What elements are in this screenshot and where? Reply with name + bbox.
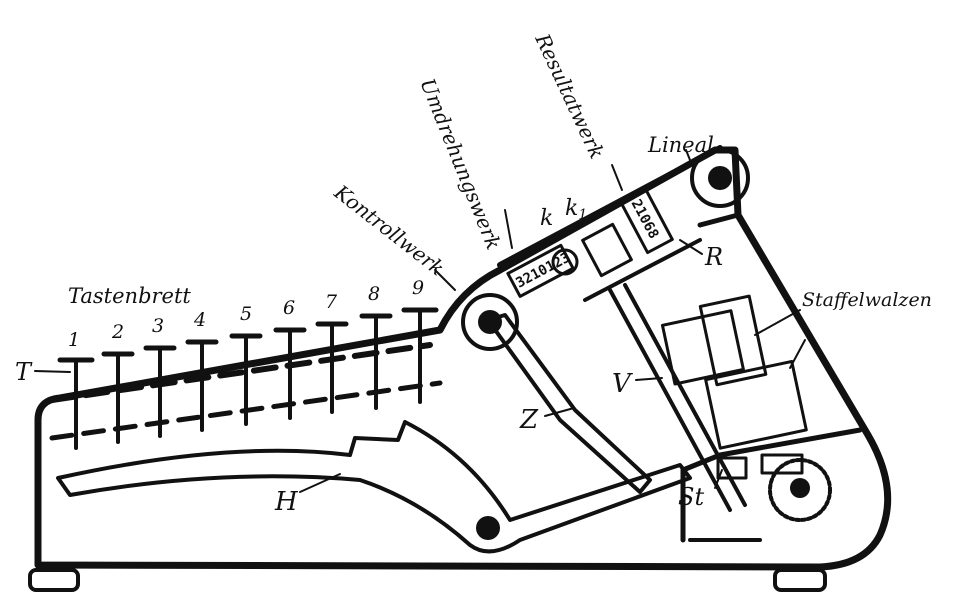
label-lineal: Lineal	[647, 133, 714, 157]
key-plate-upper	[49, 342, 433, 403]
link-z	[486, 313, 652, 494]
kontroll-gear-hub	[478, 310, 502, 334]
key-label-5: 5	[240, 303, 252, 325]
lineal-roller-hub	[708, 166, 732, 190]
label-st: St	[678, 483, 704, 511]
resultat-counter: 21068	[628, 197, 662, 242]
key-6	[273, 327, 307, 420]
label-k1: k1	[565, 196, 587, 223]
umdrehung-counter-box	[506, 243, 575, 298]
kontroll-gear	[461, 293, 519, 351]
register-bar-lower	[583, 238, 702, 302]
lower-frame	[680, 427, 863, 543]
label-h: H	[274, 487, 299, 517]
label-umdrehungswerk: Umdrehungswerk	[415, 75, 506, 253]
resultat-counter-box	[618, 186, 674, 255]
key-4	[185, 339, 219, 432]
key-8	[359, 313, 393, 410]
label-z: Z	[519, 405, 539, 435]
key-label-1: 1	[68, 329, 80, 351]
key-label-2: 2	[111, 321, 124, 343]
label-k: k	[540, 206, 553, 231]
label-kontrollwerk: Kontrollwerk	[329, 179, 449, 280]
key-label-4: 4	[193, 309, 206, 331]
k1-gear	[581, 222, 633, 278]
st-gear	[716, 456, 748, 480]
stepped-drum-1	[660, 309, 745, 386]
key-2	[101, 351, 135, 444]
stepped-drum-2	[698, 294, 768, 387]
register-bar	[497, 145, 723, 268]
upper-case-side	[697, 212, 741, 228]
lever-pivot	[476, 516, 500, 540]
label-r: R	[704, 243, 723, 271]
lever-h	[56, 420, 692, 554]
label-resultatwerk: Resultatwerk	[530, 29, 609, 162]
key-5	[229, 333, 263, 426]
key-label-9: 9	[412, 277, 424, 299]
bottom-gear	[768, 458, 832, 522]
leader-lines	[34, 149, 806, 493]
key-9	[401, 307, 439, 404]
key-1	[57, 357, 95, 450]
key-label-6: 6	[283, 297, 295, 319]
shaft-v	[608, 283, 747, 512]
key-3	[143, 345, 177, 438]
key-label-3: 3	[152, 315, 164, 337]
label-tastenbrett: Tastenbrett	[68, 284, 191, 308]
st-gear-2	[760, 453, 804, 475]
key-7	[315, 321, 349, 414]
label-v: V	[612, 369, 633, 399]
lineal-roller	[690, 148, 750, 208]
bottom-gear-hub	[790, 478, 810, 498]
label-t: T	[15, 358, 33, 386]
key-label-7: 7	[325, 291, 338, 313]
left-foot	[28, 568, 80, 592]
label-staffelwalzen: Staffelwalzen	[802, 289, 932, 311]
key-label-8: 8	[368, 283, 380, 305]
k-gear	[551, 248, 579, 276]
right-foot	[773, 568, 827, 592]
machine-body	[34, 146, 892, 571]
stepped-drum-3	[704, 359, 808, 450]
